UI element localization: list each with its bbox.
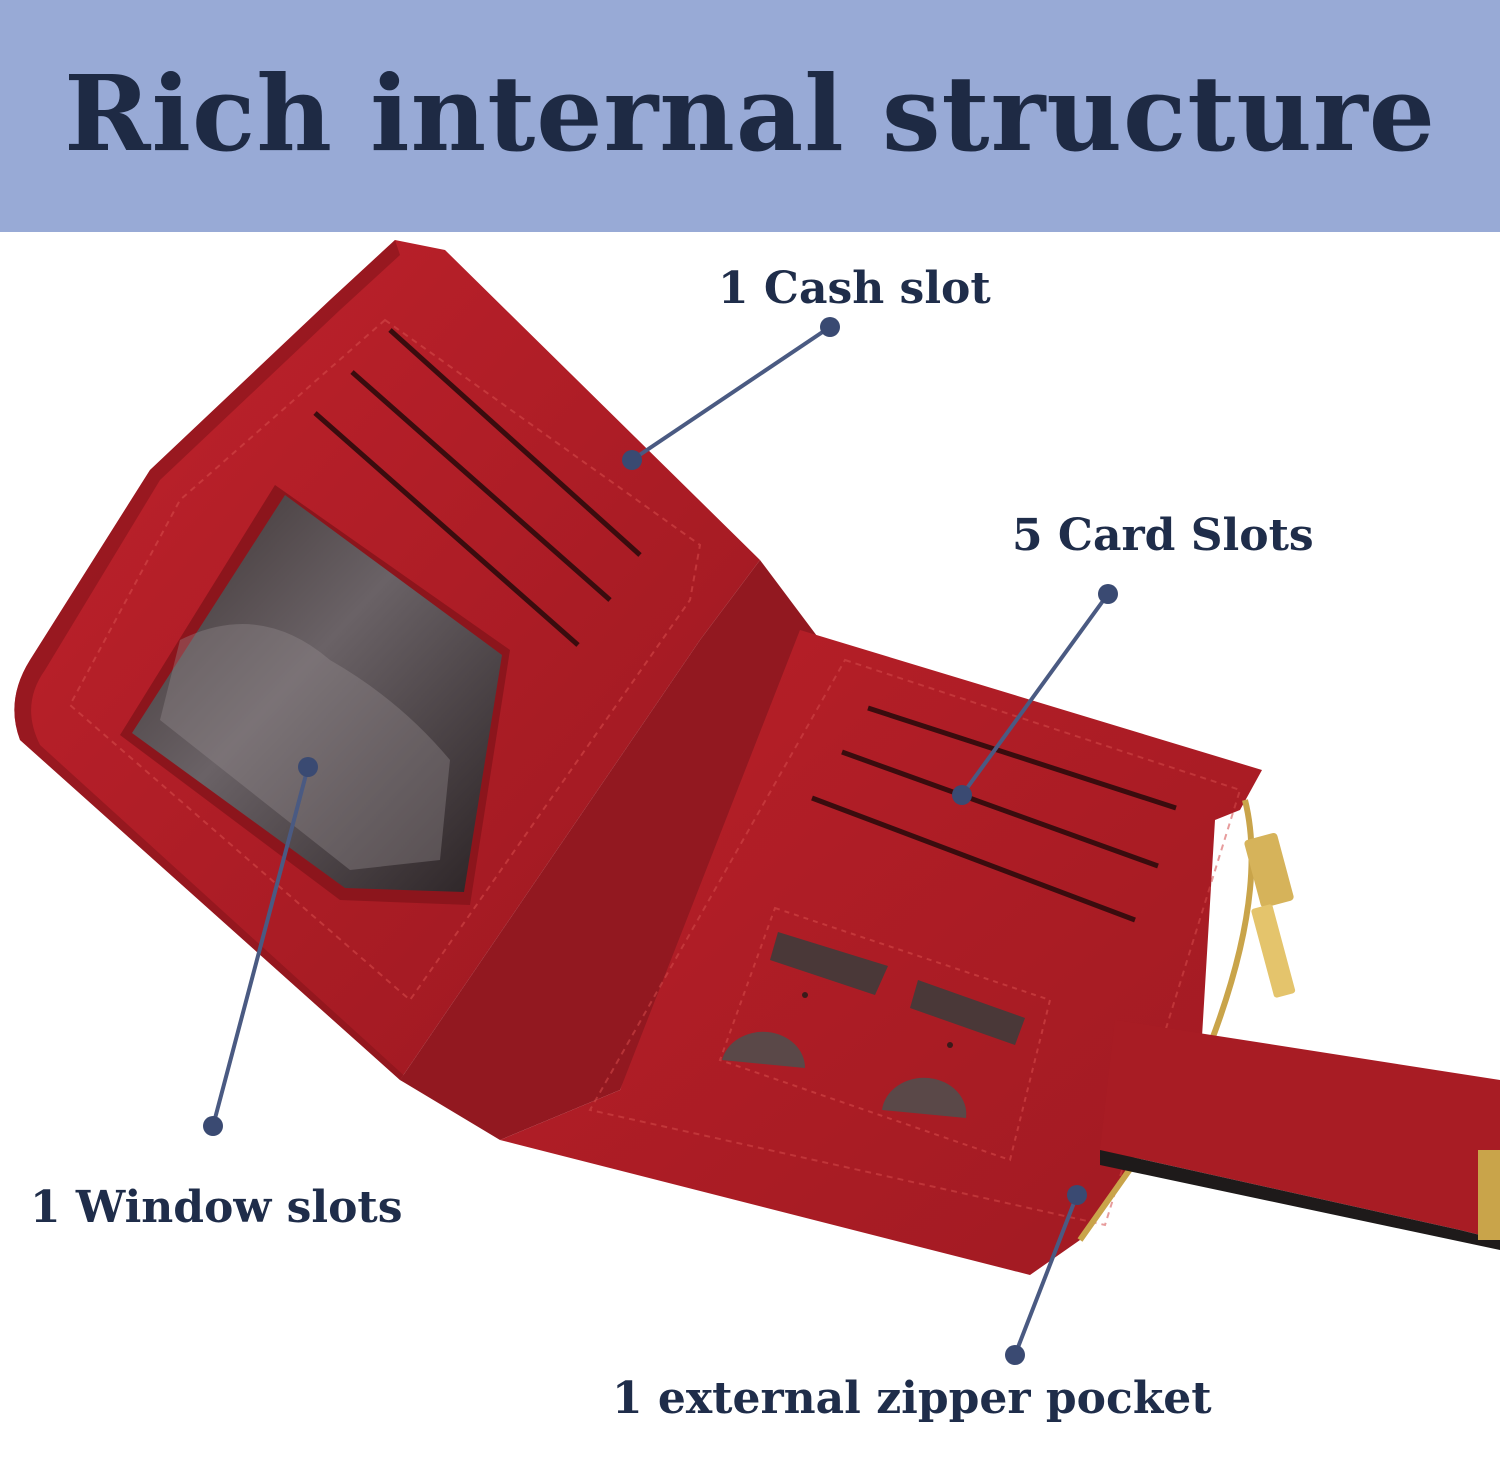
zipper-pull: [1244, 832, 1294, 908]
zipper-pocket-dot: [1067, 1185, 1087, 1205]
card-slots-dot: [1098, 584, 1118, 604]
page-title: Rich internal structure: [64, 52, 1436, 175]
window-slots-dot: [203, 1116, 223, 1136]
left-card-slot: [313, 411, 580, 647]
zipper-pocket-dot: [1005, 1345, 1025, 1365]
wallet-left-panel: [14, 240, 760, 1090]
card-slots-leader: [960, 592, 1110, 797]
callout-leaders: [203, 317, 1118, 1365]
zipper-pocket-label: 1 external zipper pocket: [612, 1373, 1212, 1424]
cash-slot-dot: [622, 450, 642, 470]
cash-slot-dot: [820, 317, 840, 337]
right-card-slot: [867, 705, 1177, 811]
right-card-slot: [811, 795, 1136, 923]
window-slots-dot: [298, 757, 318, 777]
left-card-slot: [350, 370, 612, 602]
id-window-pane: [132, 495, 502, 892]
card-slots-label: 5 Card Slots: [1012, 510, 1314, 561]
right-card-slot: [841, 749, 1159, 869]
title-banner: Rich internal structure: [0, 0, 1500, 232]
cash-slot-leader: [630, 325, 832, 462]
card-slots-dot: [952, 785, 972, 805]
cash-slot-label: 1 Cash slot: [718, 263, 991, 314]
wallet-spine: [400, 560, 820, 1140]
left-card-slot: [388, 328, 642, 557]
window-slots-leader: [211, 766, 310, 1127]
wrist-strap: [1100, 1020, 1500, 1240]
window-slots-label: 1 Window slots: [30, 1182, 403, 1233]
wallet-photo: [14, 240, 1500, 1365]
wallet-right-panel: [500, 630, 1500, 1275]
